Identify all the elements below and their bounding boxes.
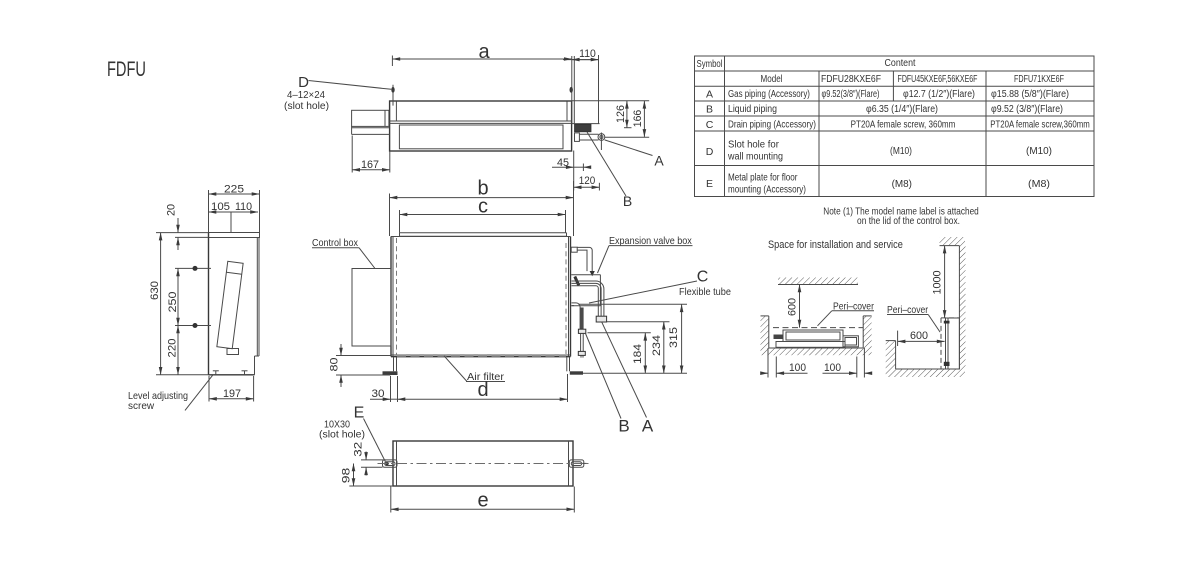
svg-text:167: 167: [361, 159, 379, 171]
svg-text:E: E: [706, 178, 713, 190]
svg-text:166: 166: [632, 110, 644, 128]
svg-text:225: 225: [224, 184, 244, 195]
svg-text:c: c: [478, 196, 488, 218]
svg-text:B: B: [618, 417, 629, 436]
svg-text:Content: Content: [885, 57, 916, 69]
svg-text:(M10): (M10): [890, 145, 912, 157]
svg-text:PT20A female screw,360mm: PT20A female screw,360mm: [990, 118, 1090, 129]
svg-text:Peri–cover: Peri–cover: [833, 301, 874, 312]
svg-text:600: 600: [786, 298, 798, 316]
svg-text:D: D: [298, 74, 309, 91]
svg-text:Flexible tube: Flexible tube: [679, 287, 731, 298]
svg-text:Symbol: Symbol: [697, 58, 723, 69]
svg-text:(M10): (M10): [1026, 146, 1052, 157]
svg-text:d: d: [477, 379, 488, 401]
svg-text:126: 126: [615, 105, 627, 123]
svg-text:D: D: [706, 146, 714, 158]
svg-text:φ9.52(3/8″)(Flare): φ9.52(3/8″)(Flare): [822, 88, 880, 100]
svg-text:250: 250: [166, 291, 179, 312]
svg-text:e: e: [477, 490, 488, 512]
svg-text:(slot hole): (slot hole): [284, 101, 329, 112]
svg-text:110: 110: [579, 48, 596, 60]
svg-text:197: 197: [223, 388, 241, 400]
svg-text:Model: Model: [761, 73, 783, 84]
svg-text:FDFU28KXE6F: FDFU28KXE6F: [821, 73, 881, 85]
svg-text:32: 32: [352, 442, 365, 457]
svg-text:E: E: [354, 405, 365, 422]
svg-text:Space for installation and ser: Space for installation and service: [768, 239, 903, 251]
svg-text:45: 45: [557, 157, 569, 169]
svg-text:110: 110: [235, 201, 252, 213]
svg-text:Level adjusting: Level adjusting: [128, 391, 188, 403]
svg-text:80: 80: [327, 357, 340, 371]
svg-text:Air filter: Air filter: [467, 372, 505, 383]
svg-text:Expansion valve box: Expansion valve box: [609, 236, 692, 248]
svg-text:Control box: Control box: [312, 238, 358, 250]
svg-text:FDFU71KXE6F: FDFU71KXE6F: [1014, 73, 1064, 85]
svg-text:Note (1) The model name label: Note (1) The model name label is attache…: [823, 206, 978, 217]
svg-text:φ15.88 (5/8″)(Flare): φ15.88 (5/8″)(Flare): [991, 88, 1069, 100]
svg-text:600: 600: [910, 330, 928, 342]
svg-text:120: 120: [579, 176, 596, 188]
svg-text:screw: screw: [128, 401, 155, 412]
svg-text:a: a: [478, 41, 490, 63]
svg-text:B: B: [623, 193, 632, 209]
svg-text:184: 184: [632, 343, 643, 364]
svg-text:on the lid of the control box.: on the lid of the control box.: [857, 216, 960, 227]
svg-text:105: 105: [211, 201, 230, 213]
svg-text:FDFU: FDFU: [107, 57, 146, 80]
svg-text:φ6.35 (1/4″)(Flare): φ6.35 (1/4″)(Flare): [866, 103, 938, 115]
svg-text:mounting (Accessory): mounting (Accessory): [728, 184, 806, 195]
svg-text:30: 30: [372, 388, 385, 400]
svg-text:4–12×24: 4–12×24: [287, 90, 325, 101]
svg-text:1000: 1000: [932, 271, 944, 295]
svg-text:98: 98: [340, 468, 352, 484]
svg-text:630: 630: [149, 281, 161, 300]
svg-text:A: A: [642, 417, 654, 436]
svg-text:Slot hole for: Slot hole for: [728, 139, 780, 151]
svg-text:Metal plate for floor: Metal plate for floor: [728, 170, 797, 182]
svg-text:Drain piping (Accessory): Drain piping (Accessory): [728, 119, 816, 130]
svg-text:Gas piping (Accessory): Gas piping (Accessory): [728, 88, 810, 99]
svg-text:10X30: 10X30: [324, 419, 350, 431]
svg-text:φ12.7 (1/2″)(Flare): φ12.7 (1/2″)(Flare): [903, 88, 975, 100]
svg-text:(M8): (M8): [892, 179, 912, 190]
svg-text:100: 100: [789, 362, 806, 374]
svg-text:315: 315: [667, 327, 680, 348]
svg-text:C: C: [697, 269, 709, 286]
svg-text:φ9.52 (3/8″)(Flare): φ9.52 (3/8″)(Flare): [991, 103, 1063, 115]
svg-text:20: 20: [165, 204, 177, 216]
svg-text:PT20A female screw, 360mm: PT20A female screw, 360mm: [851, 119, 956, 130]
svg-text:A: A: [706, 89, 713, 101]
svg-text:B: B: [706, 104, 713, 116]
svg-text:234: 234: [650, 335, 663, 356]
svg-text:FDFU45KXE6F,56KXE6F: FDFU45KXE6F,56KXE6F: [898, 73, 978, 85]
svg-text:C: C: [706, 119, 714, 131]
svg-text:220: 220: [167, 339, 179, 358]
svg-text:100: 100: [824, 362, 841, 374]
svg-text:A: A: [654, 153, 664, 169]
svg-text:Liquid piping: Liquid piping: [728, 103, 777, 115]
svg-text:(M8): (M8): [1028, 178, 1050, 190]
svg-text:Peri–cover: Peri–cover: [887, 304, 928, 315]
svg-text:b: b: [477, 178, 488, 200]
svg-text:(slot hole): (slot hole): [319, 430, 365, 441]
svg-text:wall mounting: wall mounting: [727, 151, 783, 163]
